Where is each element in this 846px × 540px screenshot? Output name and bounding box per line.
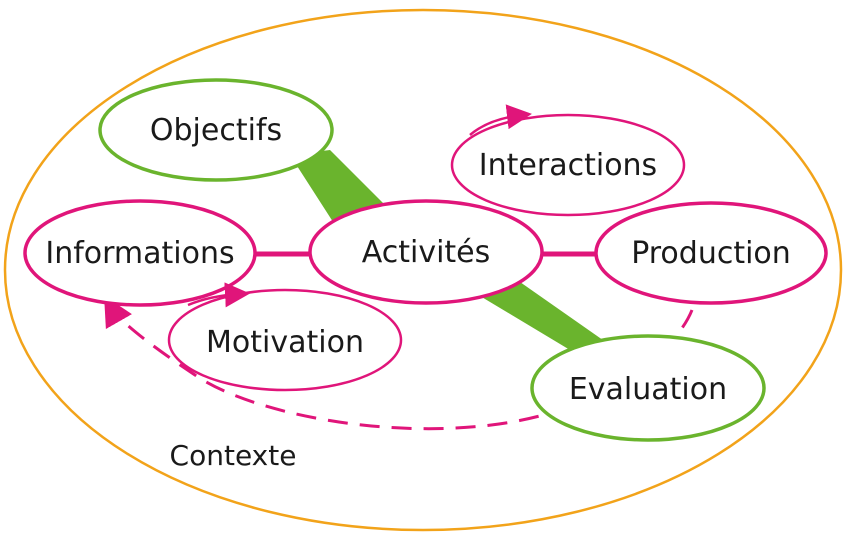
node-activites: Activités	[308, 199, 544, 305]
motivation-cycle-arrow	[187, 282, 250, 308]
context-ellipse	[3, 8, 843, 532]
interactions-cycle-arrow	[469, 104, 532, 136]
node-informations: Informations	[23, 199, 257, 307]
node-motivation: Motivation	[167, 288, 403, 392]
green-band-objectifs-activites	[290, 150, 385, 225]
node-interactions-label: Interactions	[479, 148, 657, 183]
node-interactions: Interactions	[450, 113, 686, 217]
context-label: Contexte	[170, 439, 297, 472]
node-activites-label: Activités	[362, 235, 491, 270]
node-motivation-label: Motivation	[206, 325, 364, 360]
node-informations-label: Informations	[45, 236, 234, 271]
node-evaluation: Evaluation	[530, 334, 766, 442]
node-production-label: Production	[631, 236, 791, 271]
node-objectifs: Objectifs	[98, 78, 334, 182]
green-band-activites-evaluation	[470, 282, 610, 350]
node-production: Production	[594, 201, 828, 305]
node-evaluation-label: Evaluation	[569, 372, 727, 407]
node-objectifs-label: Objectifs	[150, 113, 282, 148]
